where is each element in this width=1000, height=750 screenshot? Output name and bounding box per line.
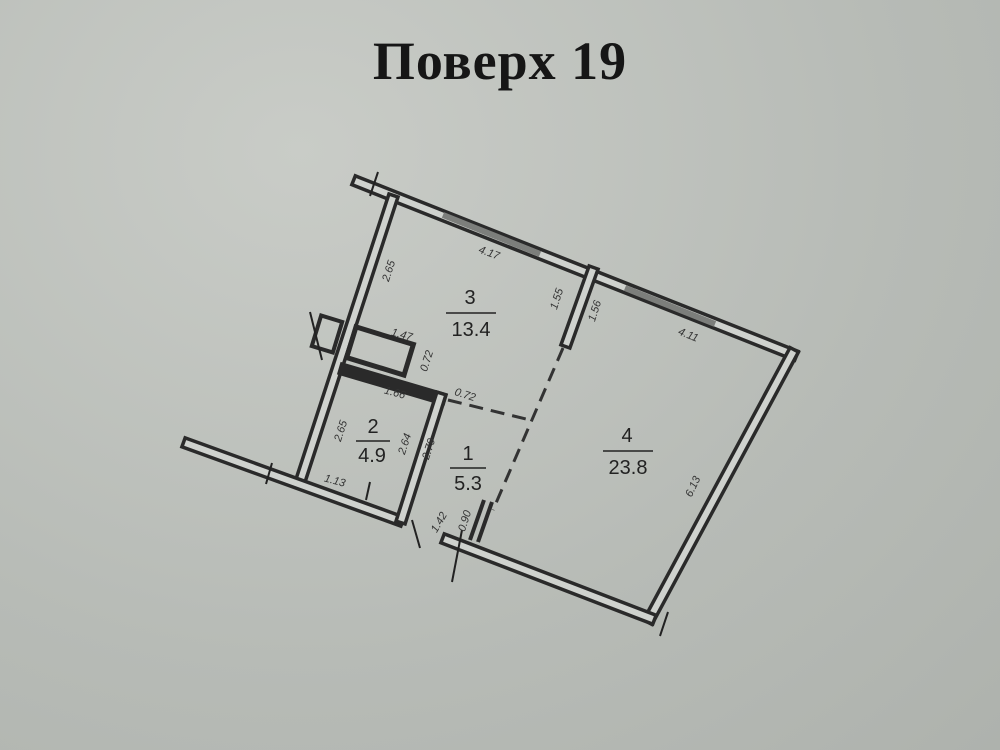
- plan-label: 13.4: [452, 319, 491, 341]
- plan-line: [298, 196, 396, 480]
- plan-label: 2.65: [332, 418, 351, 444]
- plan-label: 2.64: [396, 432, 414, 457]
- plan-line: [563, 268, 596, 346]
- walls: [179, 171, 801, 637]
- plan-line: [265, 462, 273, 485]
- plan-label: 1.55: [548, 286, 566, 311]
- dimension-labels: 4.17 2.65 1.55 1.56 4.11 1.47 0.72 1.66 …: [323, 244, 704, 535]
- plan-line: [365, 481, 371, 501]
- plan-label: 4.17: [477, 244, 502, 263]
- plan-label: 4.11: [676, 326, 700, 345]
- plan-label: 5.3: [454, 473, 482, 495]
- room-4-label: 4 23.8: [603, 425, 653, 479]
- plan-line: [354, 178, 796, 358]
- plan-label: 2.65: [380, 258, 399, 284]
- plan-label: 2: [367, 416, 378, 438]
- plan-label: 1.13: [323, 473, 348, 490]
- plan-line: [443, 536, 654, 622]
- plan-line: [336, 361, 449, 407]
- plan-label: 1.42: [429, 510, 450, 535]
- plan-line: [398, 394, 444, 522]
- room-1-label: 1 5.3: [450, 443, 486, 495]
- plan-label: 23.8: [609, 457, 648, 479]
- plan-line: [309, 311, 323, 361]
- plan-label: 6.13: [683, 474, 703, 499]
- floor-title: Поверх 19: [372, 31, 628, 91]
- plan-line: [447, 398, 531, 422]
- plan-line: [451, 529, 463, 583]
- plan-label: 0.72: [418, 349, 436, 373]
- ventilation-shaft: [343, 323, 417, 379]
- zone-divider-line: [491, 347, 565, 511]
- plan-line: [659, 611, 669, 637]
- window-room3: [441, 212, 542, 257]
- plan-label: 4: [621, 425, 632, 447]
- plan-line: [309, 312, 345, 356]
- entrance-door: [476, 501, 494, 543]
- plan-label: 1.66: [383, 385, 408, 402]
- plan-label: 1.56: [586, 298, 604, 323]
- window-room4: [623, 285, 717, 327]
- plan-line: [369, 171, 379, 197]
- room-2-label: 2 4.9: [356, 416, 390, 467]
- room-3-label: 3 13.4: [446, 287, 496, 341]
- plan-line: [411, 519, 421, 549]
- plan-line: [645, 349, 797, 623]
- plan-line: [468, 499, 486, 541]
- plan-line: [184, 440, 402, 524]
- plan-label: 1.47: [390, 327, 415, 344]
- plan-label: 4.9: [358, 445, 386, 467]
- plan-label: 1: [462, 443, 473, 465]
- plan-label: 3: [464, 287, 475, 309]
